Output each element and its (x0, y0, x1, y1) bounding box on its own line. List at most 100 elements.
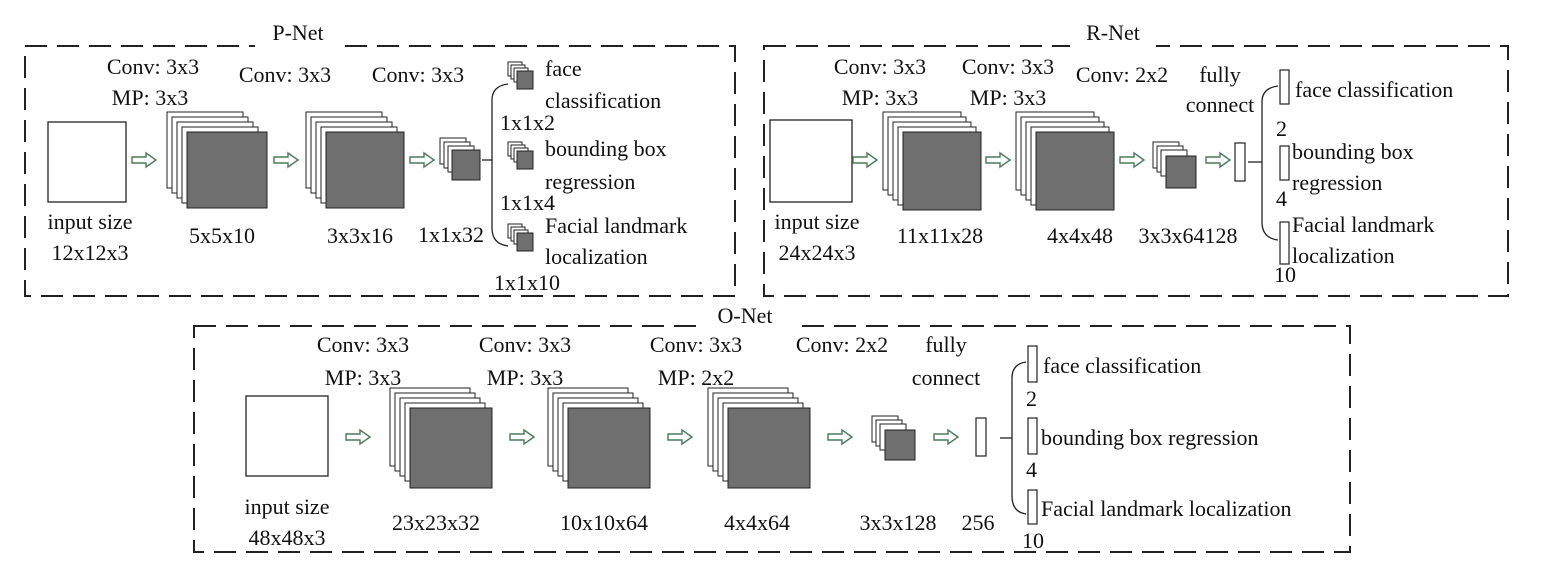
rnet-fc-vector (1234, 142, 1246, 182)
rnet-input-square (769, 119, 853, 203)
onet-out1-vector (1027, 345, 1038, 383)
pnet-arrow-3 (409, 152, 435, 168)
rnet-mp1-label: MP: 3x3 (842, 85, 918, 110)
pnet-out3-label-b: localization (545, 244, 648, 269)
rnet-arrow-1 (852, 152, 878, 168)
rnet-out3-dim: 10 (1274, 262, 1296, 287)
pnet-output-cube-1 (507, 61, 534, 90)
rnet-out3-label-b: localization (1292, 243, 1395, 268)
onet-fc-vector (975, 417, 987, 457)
pnet-out2-label-b: regression (545, 169, 635, 194)
pnet-dim-3: 1x1x32 (418, 222, 484, 247)
onet-mp2-label: MP: 3x3 (487, 365, 563, 390)
rnet-mp2-label: MP: 3x3 (970, 85, 1046, 110)
onet-dim-3: 4x4x64 (724, 510, 790, 535)
onet-output-brace (1000, 361, 1027, 515)
onet-panel: O-Net Conv: 3x3 MP: 3x3 Conv: 3x3 MP: 3x… (193, 303, 1351, 553)
pnet-out2-label-a: bounding box (545, 136, 667, 161)
rnet-conv2-label: Conv: 3x3 (962, 54, 1054, 79)
rnet-conv3-label: Conv: 2x2 (1076, 62, 1168, 87)
rnet-feature-stack-2 (1015, 111, 1115, 211)
onet-out2-dim: 4 (1026, 457, 1037, 482)
rnet-out1-dim: 2 (1276, 116, 1287, 141)
pnet-output-brace (482, 83, 509, 247)
onet-mp1-label: MP: 3x3 (325, 365, 401, 390)
onet-conv1-label: Conv: 3x3 (317, 332, 409, 357)
onet-feature-stack-3 (707, 387, 811, 489)
onet-input-size: 48x48x3 (249, 525, 326, 550)
onet-title: O-Net (718, 303, 773, 328)
pnet-input-square (47, 121, 127, 203)
pnet-input-label: input size (48, 209, 133, 234)
rnet-fc-label-2: connect (1186, 92, 1254, 117)
pnet-out3-dim: 1x1x10 (494, 270, 560, 295)
pnet-title: P-Net (272, 20, 323, 45)
onet-arrow-5 (933, 429, 959, 445)
onet-conv3-label: Conv: 3x3 (650, 332, 742, 357)
rnet-out2-dim: 4 (1276, 186, 1287, 211)
pnet-arrow-2 (273, 152, 299, 168)
pnet-border (24, 45, 736, 297)
rnet-out3-vector (1279, 221, 1290, 265)
onet-out3-dim: 10 (1022, 528, 1044, 553)
pnet-feature-stack-2 (305, 111, 405, 209)
rnet-feature-stack-1 (882, 111, 982, 211)
pnet-dim-1: 5x5x10 (189, 223, 255, 248)
onet-conv4-label: Conv: 2x2 (796, 332, 888, 357)
pnet-conv3-label: Conv: 3x3 (372, 62, 464, 87)
rnet-input-label: input size (775, 209, 860, 234)
pnet-out1-dim: 1x1x2 (500, 110, 555, 135)
pnet-input-size: 12x12x3 (52, 240, 129, 265)
rnet-dim-1: 11x11x28 (897, 223, 983, 248)
pnet-feature-stack-3 (439, 137, 481, 181)
pnet-out1-label-a: face (545, 56, 582, 81)
onet-out2-label: bounding box regression (1041, 425, 1259, 450)
onet-out1-label: face classification (1043, 353, 1201, 378)
pnet-conv1-label: Conv: 3x3 (107, 54, 199, 79)
onet-feature-stack-1 (389, 387, 493, 489)
pnet-mp1-label: MP: 3x3 (112, 85, 188, 110)
pnet-out3-label-a: Facial landmark (545, 213, 687, 238)
rnet-out2-vector (1279, 145, 1290, 181)
pnet-feature-stack-1 (166, 111, 268, 209)
rnet-out2-label-b: regression (1292, 170, 1382, 195)
pnet-dim-2: 3x3x16 (327, 223, 393, 248)
onet-mp3-label: MP: 2x2 (658, 365, 734, 390)
rnet-output-brace (1248, 85, 1279, 241)
rnet-input-size: 24x24x3 (779, 240, 856, 265)
onet-dim-5: 256 (962, 510, 995, 535)
onet-arrow-2 (509, 429, 535, 445)
rnet-out1-vector (1279, 69, 1290, 105)
rnet-conv1-label: Conv: 3x3 (834, 54, 926, 79)
rnet-arrow-3 (1119, 152, 1145, 168)
rnet-out3-label-a: Facial landmark (1292, 212, 1434, 237)
onet-dim-1: 23x23x32 (392, 510, 480, 535)
onet-out3-vector (1027, 489, 1038, 525)
rnet-feature-stack-3 (1152, 141, 1197, 189)
onet-out3-label: Facial landmark localization (1041, 496, 1291, 521)
onet-dim-4: 3x3x128 (860, 510, 937, 535)
rnet-panel: R-Net Conv: 3x3 MP: 3x3 Conv: 3x3 MP: 3x… (763, 20, 1509, 297)
onet-input-label: input size (245, 494, 330, 519)
pnet-out1-label-b: classification (545, 88, 661, 113)
rnet-dim-2: 4x4x48 (1047, 223, 1113, 248)
onet-input-square (245, 395, 329, 477)
onet-out2-vector (1027, 417, 1038, 455)
pnet-arrow-1 (131, 152, 157, 168)
rnet-arrow-2 (985, 152, 1011, 168)
rnet-dim-3: 3x3x64128 (1139, 223, 1238, 248)
pnet-panel: P-Net Conv: 3x3 MP: 3x3 Conv: 3x3 Conv: … (24, 20, 736, 297)
pnet-output-cube-3 (507, 223, 534, 252)
onet-conv2-label: Conv: 3x3 (479, 332, 571, 357)
onet-feature-stack-2 (547, 387, 651, 489)
rnet-arrow-4 (1205, 152, 1231, 168)
rnet-out1-label: face classification (1295, 77, 1453, 102)
pnet-output-cube-2 (507, 141, 534, 170)
onet-out1-dim: 2 (1026, 386, 1037, 411)
rnet-fc-label-1: fully (1199, 62, 1241, 87)
rnet-title: R-Net (1086, 20, 1140, 45)
onet-arrow-4 (827, 429, 853, 445)
rnet-out2-label-a: bounding box (1292, 139, 1414, 164)
pnet-out2-dim: 1x1x4 (500, 190, 555, 215)
